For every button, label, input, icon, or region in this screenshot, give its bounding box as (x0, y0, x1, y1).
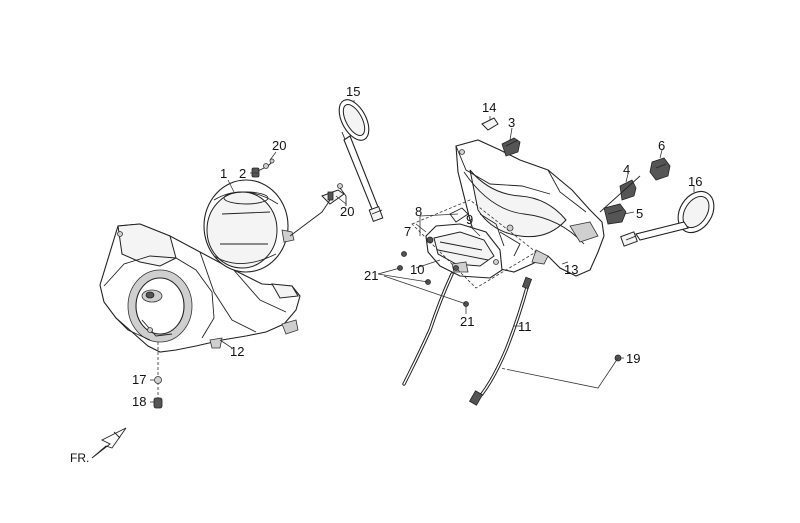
callout-7: 7 (404, 224, 411, 239)
callout-15: 15 (346, 84, 360, 99)
callout-21-left: 21 (364, 268, 378, 283)
screw-set-upper (250, 158, 275, 178)
callout-16: 16 (688, 174, 702, 189)
front-handlebar-cover (99, 223, 301, 353)
callout-8: 8 (415, 204, 422, 219)
callout-10: 10 (410, 262, 424, 277)
callout-17: 17 (132, 372, 146, 387)
front-direction-label: FR. (70, 451, 89, 465)
headlight-unit (203, 179, 295, 273)
right-rear-mirror (620, 190, 715, 247)
clip-14 (481, 116, 499, 131)
callout-20-lower: 20 (340, 204, 354, 219)
headlight-bracket (289, 183, 347, 237)
bolt-19 (499, 354, 622, 389)
callout-leaders (150, 100, 695, 403)
switch-5 (603, 203, 627, 225)
callout-labels: 1 2 3 4 5 6 7 8 9 10 11 12 13 14 15 16 1… (70, 84, 702, 465)
callout-5: 5 (636, 206, 643, 221)
screws-17-18 (153, 342, 163, 409)
left-rear-mirror (338, 99, 384, 222)
switch-3 (501, 137, 521, 157)
speedometer-cable (402, 272, 533, 406)
callout-18: 18 (132, 394, 146, 409)
switch-4 (619, 179, 637, 201)
callout-2: 2 (239, 166, 246, 181)
callout-19: 19 (626, 351, 640, 366)
switch-6 (599, 157, 671, 213)
callout-3: 3 (508, 115, 515, 130)
callout-14: 14 (482, 100, 496, 115)
callout-21-lower: 21 (460, 314, 474, 329)
callout-20-upper: 20 (272, 138, 286, 153)
callout-1: 1 (220, 166, 227, 181)
callout-9: 9 (466, 212, 473, 227)
callout-11: 11 (518, 319, 532, 334)
callout-13: 13 (564, 262, 578, 277)
callout-6: 6 (658, 138, 665, 153)
callout-4: 4 (623, 162, 630, 177)
speedometer-assembly (425, 207, 503, 279)
callout-12: 12 (230, 344, 244, 359)
front-direction-arrow (91, 427, 127, 459)
